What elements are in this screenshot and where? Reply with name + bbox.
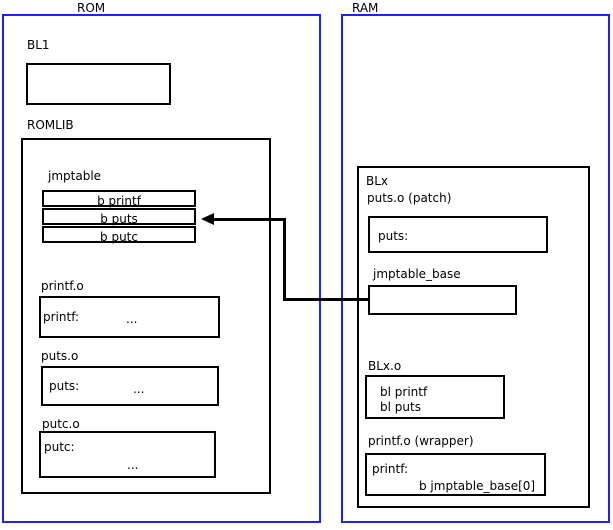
puts-patch-symbol: puts: xyxy=(378,229,409,243)
puts-o-label: puts.o xyxy=(41,349,79,363)
puts-patch-label: puts.o (patch) xyxy=(367,191,452,205)
puts-o-ellipsis: ... xyxy=(133,382,145,396)
printf-wrapper-instruction: b jmptable_base[0] xyxy=(419,479,536,493)
puts-o-symbol: puts: xyxy=(49,379,80,393)
puts-patch-box: puts: xyxy=(368,216,548,253)
rom-region xyxy=(2,14,321,523)
putc-o-box: putc: ... xyxy=(39,431,216,478)
blx-o-line-1: bl printf xyxy=(380,385,428,399)
connector-arrowhead-icon xyxy=(201,213,214,225)
blx-o-line-2: bl puts xyxy=(380,400,421,414)
connector-segment-vertical xyxy=(283,218,286,301)
connector-segment-bottom xyxy=(283,298,369,301)
jmptable-row-1: b puts xyxy=(42,208,196,226)
putc-o-symbol: putc: xyxy=(44,440,75,454)
printf-wrapper-symbol: printf: xyxy=(372,462,409,476)
printf-wrapper-box: printf: b jmptable_base[0] xyxy=(365,453,546,496)
romlib-label: ROMLIB xyxy=(27,118,74,132)
ram-region xyxy=(341,14,610,523)
blx-o-label: BLx.o xyxy=(368,359,402,373)
rom-region-title: ROM xyxy=(77,1,106,15)
jmptable-base-box xyxy=(368,285,517,315)
printf-o-symbol: printf: xyxy=(43,310,80,324)
bl1-box xyxy=(26,63,171,105)
printf-o-label: printf.o xyxy=(41,279,84,293)
putc-o-ellipsis: ... xyxy=(127,458,139,472)
bl1-label: BL1 xyxy=(27,38,50,52)
ram-region-title: RAM xyxy=(352,1,379,15)
blx-label: BLx xyxy=(366,174,389,188)
putc-o-label: putc.o xyxy=(42,417,80,431)
jmptable-row-2: b putc xyxy=(42,226,196,244)
printf-wrapper-label: printf.o (wrapper) xyxy=(368,434,474,448)
printf-o-ellipsis: ... xyxy=(126,312,138,326)
jmptable-base-label: jmptable_base xyxy=(373,267,461,281)
puts-o-box: puts: ... xyxy=(41,366,219,406)
jmptable-row-0: b printf xyxy=(42,190,196,208)
blx-o-box: bl printf bl puts xyxy=(365,375,505,419)
connector-segment-top xyxy=(214,218,286,221)
jmptable-label: jmptable xyxy=(48,169,102,183)
printf-o-box: printf: ... xyxy=(39,296,220,338)
